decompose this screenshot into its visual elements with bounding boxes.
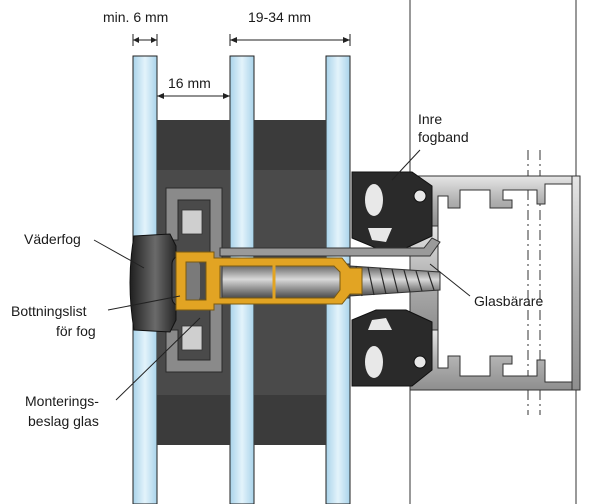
mounting-bracket: [175, 251, 363, 311]
dim-cavity-arrow-l: [230, 37, 237, 43]
dim-inner-gap-arrow-r: [223, 93, 230, 99]
label-inner-seal-2: fogband: [418, 129, 469, 145]
glass-carrier-rod: [221, 263, 351, 299]
leader-inner-seal: [391, 149, 421, 181]
leader-backer-rod: [107, 295, 181, 311]
glass-carrier-hook: [219, 237, 441, 257]
spacer-top-right: [254, 120, 326, 170]
spacer-bottom-left: [157, 395, 230, 445]
label-backer-rod-1: Bottningslist: [11, 303, 87, 319]
dim-min-gap-arrow-r: [151, 37, 157, 43]
leader-glass-carrier: [429, 263, 471, 297]
inner-seal-bottom-hole: [365, 346, 383, 378]
label-mount-bracket-1: Monterings-: [25, 393, 99, 409]
aluminium-profile-end: [571, 175, 581, 391]
leader-mount-bracket: [115, 317, 201, 401]
spacer-bottom-right: [254, 395, 326, 445]
aluminium-profile-top: [409, 175, 581, 227]
leader-weather-seal: [93, 239, 145, 269]
spacer-top-left: [157, 120, 230, 170]
inner-seal-top: [351, 171, 433, 249]
inner-seal-top-knob: [413, 189, 427, 203]
label-min-gap: min. 6 mm: [103, 9, 168, 25]
label-inner-seal-1: Inre: [418, 111, 442, 127]
label-inner-gap: 16 mm: [168, 75, 211, 91]
mounting-bracket-inner: [181, 209, 203, 235]
inner-seal-top-hole: [365, 184, 383, 216]
inner-seal-bottom-knob: [413, 355, 427, 369]
weather-seal: [129, 233, 177, 333]
dim-inner-gap-arrow-l: [157, 93, 164, 99]
label-mount-bracket-2: beslag glas: [28, 413, 99, 429]
inner-seal-bottom: [351, 309, 433, 387]
label-backer-rod-2: för fog: [56, 323, 96, 339]
inner-seal-top-slot: [368, 228, 392, 242]
inner-seal-bottom-slot: [368, 318, 392, 330]
label-weather-seal: Väderfog: [24, 231, 81, 247]
label-glass-carrier: Glasbärare: [474, 293, 543, 309]
mounting-bracket-inner-lower: [181, 325, 203, 351]
dim-min-gap-arrow-l: [133, 37, 139, 43]
label-cavity-range: 19-34 mm: [248, 9, 311, 25]
aluminium-profile-bottom: [409, 329, 581, 391]
dim-cavity-arrow-r: [343, 37, 350, 43]
